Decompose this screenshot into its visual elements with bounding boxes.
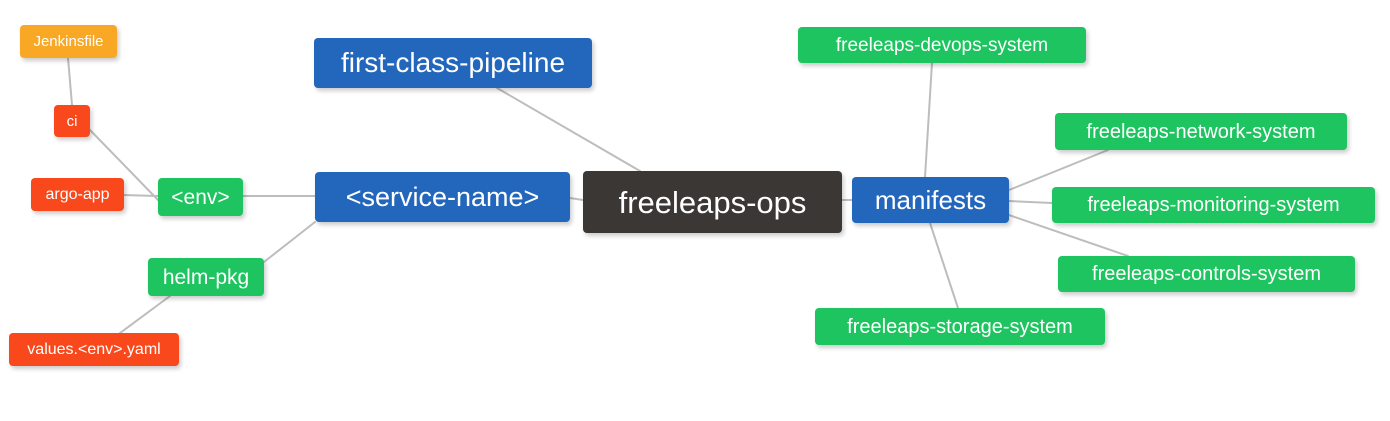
node-label-values-yaml: values.<env>.yaml [27, 340, 161, 358]
edge-manifests-to-freeleaps-devops-system [924, 62, 933, 178]
node-freeleaps-ops[interactable]: freeleaps-ops [583, 171, 842, 233]
edge-service-name-to-freeleaps-ops [569, 197, 584, 201]
node-label-freeleaps-storage-system: freeleaps-storage-system [847, 315, 1073, 338]
node-jenkinsfile[interactable]: Jenkinsfile [20, 25, 117, 58]
node-label-jenkinsfile: Jenkinsfile [33, 33, 104, 50]
node-argo-app[interactable]: argo-app [31, 178, 124, 211]
node-manifests[interactable]: manifests [852, 177, 1009, 223]
edge-jenkinsfile-to-ci [67, 57, 73, 106]
node-label-freeleaps-controls-system: freeleaps-controls-system [1092, 263, 1321, 285]
node-values-yaml[interactable]: values.<env>.yaml [9, 333, 179, 366]
node-label-env: <env> [171, 185, 230, 209]
node-label-freeleaps-devops-system: freeleaps-devops-system [835, 34, 1049, 56]
node-helm-pkg[interactable]: helm-pkg [148, 258, 264, 296]
node-label-ci: ci [66, 112, 78, 130]
edge-first-class-pipeline-to-freeleaps-ops [496, 87, 641, 172]
edge-manifests-to-freeleaps-network-system [1008, 149, 1109, 191]
node-freeleaps-network-system[interactable]: freeleaps-network-system [1055, 113, 1347, 150]
edge-manifests-to-freeleaps-storage-system [929, 222, 959, 309]
edge-service-name-to-helm-pkg [263, 221, 316, 263]
node-freeleaps-storage-system[interactable]: freeleaps-storage-system [815, 308, 1105, 345]
node-label-helm-pkg: helm-pkg [162, 265, 250, 289]
node-label-freeleaps-ops: freeleaps-ops [618, 184, 807, 220]
node-freeleaps-devops-system[interactable]: freeleaps-devops-system [798, 27, 1086, 63]
edge-manifests-to-freeleaps-monitoring-system [1008, 200, 1053, 204]
node-label-argo-app: argo-app [45, 185, 110, 203]
node-label-freeleaps-monitoring-system: freeleaps-monitoring-system [1087, 194, 1340, 216]
edge-helm-pkg-to-values-yaml [119, 295, 171, 334]
node-label-service-name: <service-name> [345, 181, 540, 212]
node-freeleaps-controls-system[interactable]: freeleaps-controls-system [1058, 256, 1355, 292]
node-freeleaps-monitoring-system[interactable]: freeleaps-monitoring-system [1052, 187, 1375, 223]
node-label-manifests: manifests [874, 185, 987, 215]
edge-argo-app-to-env [123, 194, 159, 197]
node-ci[interactable]: ci [54, 105, 90, 137]
node-service-name[interactable]: <service-name> [315, 172, 570, 222]
node-label-first-class-pipeline: first-class-pipeline [340, 47, 566, 78]
node-env[interactable]: <env> [158, 178, 243, 216]
node-first-class-pipeline[interactable]: first-class-pipeline [314, 38, 592, 88]
node-label-freeleaps-network-system: freeleaps-network-system [1086, 120, 1316, 143]
